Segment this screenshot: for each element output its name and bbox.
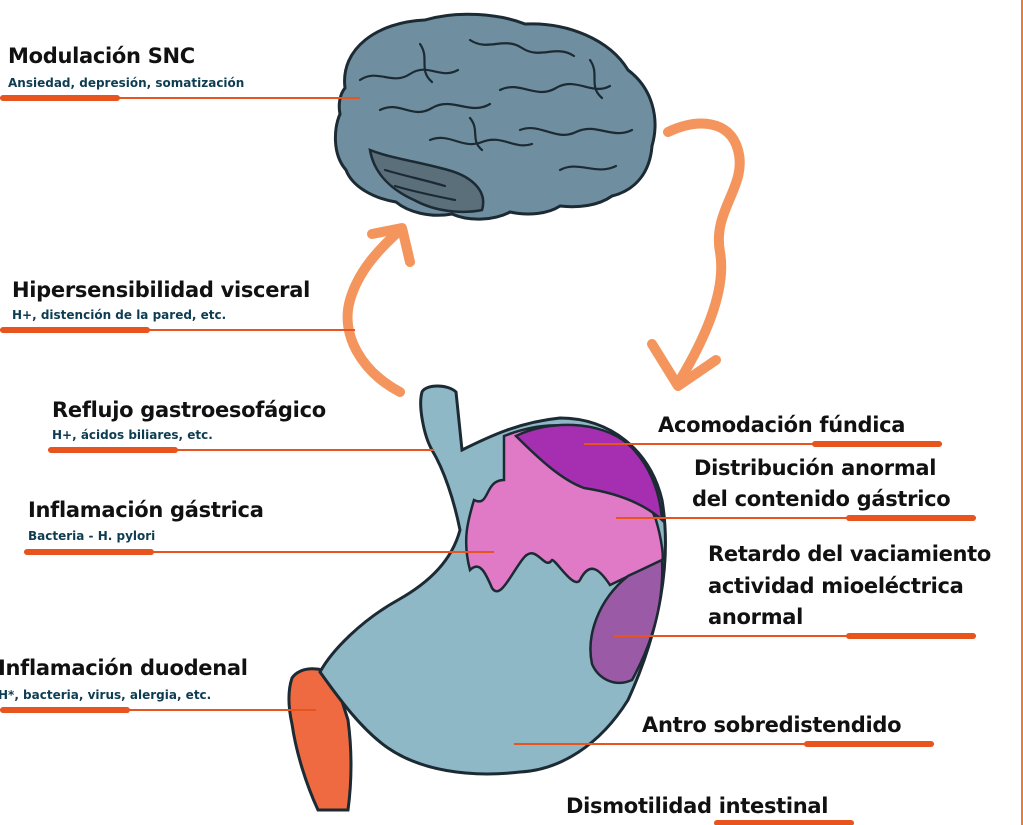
label-inflam-g-sub: Bacteria - H. pylori — [28, 529, 155, 543]
label-hiper-sub: H+, distención de la pared, etc. — [12, 308, 226, 322]
arrow-stomach-to-brain — [348, 228, 410, 392]
brain-illustration — [335, 14, 655, 219]
label-inflam-g-title: Inflamación gástrica — [28, 498, 264, 522]
label-inflam-d-sub: H*, bacteria, virus, alergia, etc. — [0, 688, 211, 702]
label-distrib-1: Distribución anormal — [694, 456, 936, 480]
label-reflujo-title: Reflujo gastroesofágico — [52, 398, 326, 422]
label-dismot: Dismotilidad intestinal — [566, 794, 828, 818]
label-retardo-2: actividad mioeléctrica — [708, 574, 964, 598]
label-snc-title: Modulación SNC — [8, 44, 195, 68]
label-acomod: Acomodación fúndica — [658, 413, 905, 437]
label-retardo-1: Retardo del vaciamiento — [708, 542, 991, 566]
label-inflam-d-title: Inflamación duodenal — [0, 656, 248, 680]
label-distrib-2: del contenido gástrico — [692, 487, 950, 511]
label-retardo-3: anormal — [708, 605, 803, 629]
arrow-brain-to-stomach — [652, 124, 740, 386]
label-snc-sub: Ansiedad, depresión, somatización — [8, 76, 244, 90]
label-antro: Antro sobredistendido — [642, 713, 901, 737]
label-reflujo-sub: H+, ácidos biliares, etc. — [52, 428, 213, 442]
label-hiper-title: Hipersensibilidad visceral — [12, 278, 310, 302]
